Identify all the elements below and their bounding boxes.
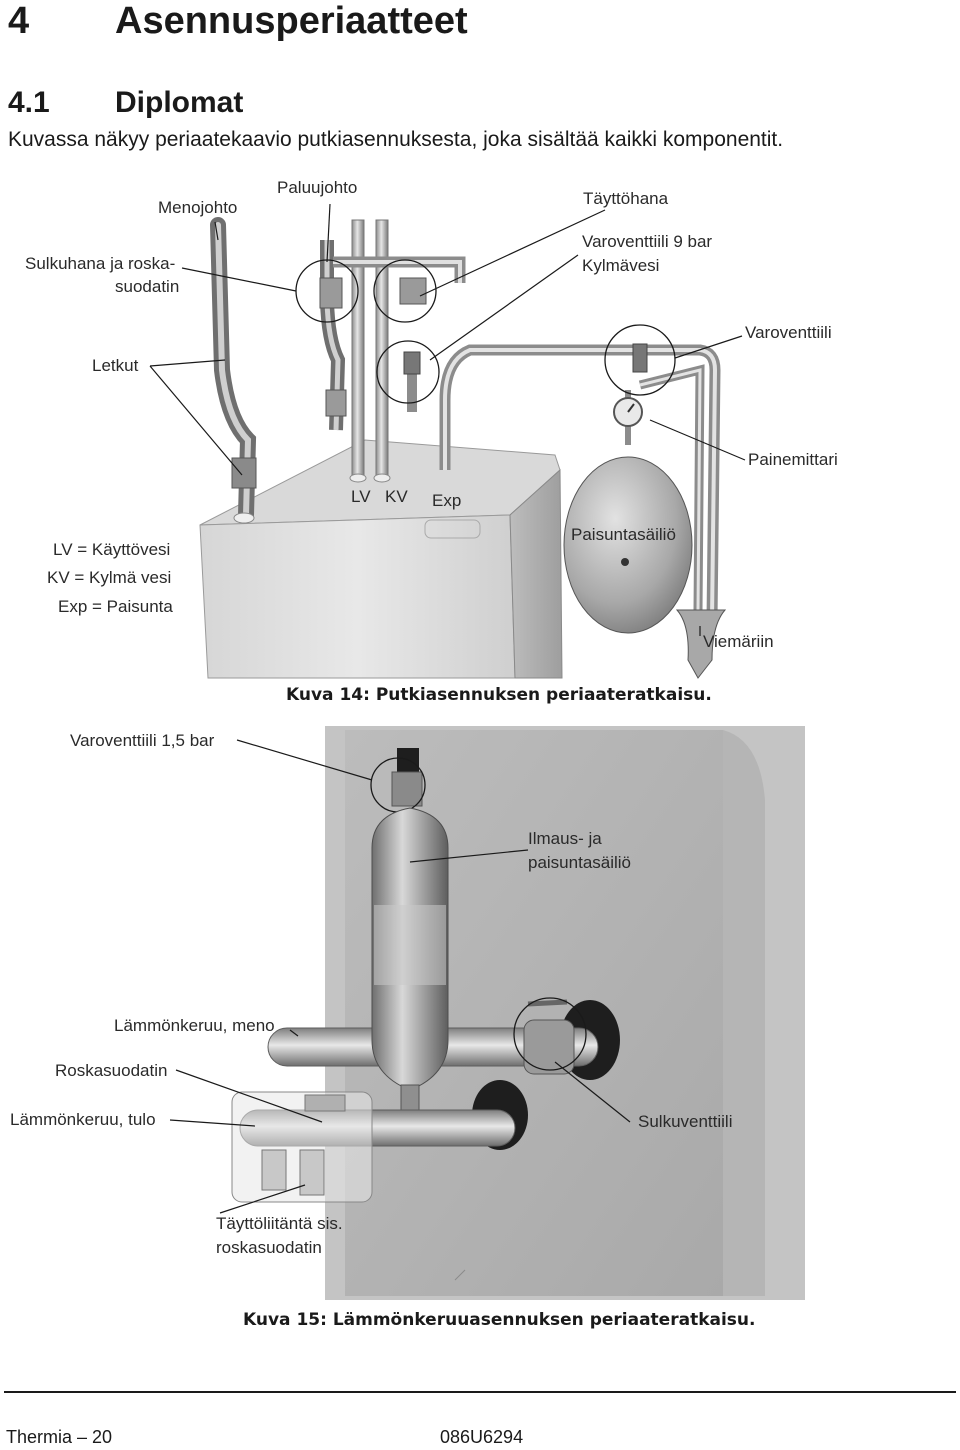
footer-code: 086U6294 bbox=[440, 1427, 524, 1447]
label-varoventtiili: Varoventtiili bbox=[745, 323, 832, 342]
label-painemittari: Painemittari bbox=[748, 450, 838, 469]
label-letkut: Letkut bbox=[92, 356, 139, 375]
legend-kv: KV = Kylmä vesi bbox=[47, 568, 172, 587]
heading-number: 4 bbox=[8, 0, 30, 42]
figure-14-illustration bbox=[149, 203, 746, 679]
intro-text: Kuvassa näkyy periaatekaavio putkiasennu… bbox=[8, 128, 784, 151]
label-tayttoliitanta-line2: roskasuodatin bbox=[216, 1238, 322, 1257]
legend-exp: Exp = Paisunta bbox=[58, 597, 173, 616]
label-lv: LV bbox=[351, 487, 371, 506]
label-lammonkeruu-meno: Lämmönkeruu, meno bbox=[114, 1016, 275, 1035]
label-paisuntasailio: Paisuntasäiliö bbox=[571, 525, 676, 544]
label-varoventtiili-9bar: Varoventtiili 9 bar bbox=[582, 232, 713, 251]
label-kv: KV bbox=[385, 487, 408, 506]
footer-left: Thermia – 20 bbox=[6, 1427, 113, 1447]
label-sulkuhana-line2: suodatin bbox=[115, 277, 180, 296]
label-lammonkeruu-tulo: Lämmönkeruu, tulo bbox=[10, 1110, 156, 1129]
page-title: Asennusperiaatteet bbox=[115, 0, 468, 42]
label-ilmaus-line1: Ilmaus- ja bbox=[528, 829, 602, 848]
label-varoventtiili-1-5bar: Varoventtiili 1,5 bar bbox=[70, 731, 215, 750]
label-sulkuventtiili: Sulkuventtiili bbox=[638, 1112, 733, 1131]
label-viemariin: Viemäriin bbox=[703, 632, 774, 651]
section-title: Diplomat bbox=[115, 86, 244, 119]
unit-side bbox=[509, 468, 563, 679]
figure-14-caption: Kuva 14: Putkiasennuksen periaateratkais… bbox=[286, 685, 712, 705]
label-sulkuhana-line1: Sulkuhana ja roska- bbox=[25, 254, 176, 273]
drain-funnel-icon bbox=[675, 609, 727, 679]
label-tayttohana: Täyttöhana bbox=[583, 189, 669, 208]
label-tayttoliitanta-line1: Täyttöliitäntä sis. bbox=[216, 1214, 343, 1233]
label-menojohto: Menojohto bbox=[158, 198, 238, 217]
label-exp: Exp bbox=[432, 491, 462, 510]
unit-connectors bbox=[424, 519, 481, 539]
figure-15-caption: Kuva 15: Lämmönkeruuasennuksen periaater… bbox=[243, 1310, 756, 1330]
label-ilmaus-line2: paisuntasäiliö bbox=[528, 853, 632, 872]
figure-15-illustration bbox=[169, 726, 805, 1300]
expansion-tank-icon bbox=[563, 456, 693, 634]
label-paluujohto: Paluujohto bbox=[277, 178, 358, 197]
label-roskasuodatin: Roskasuodatin bbox=[55, 1061, 168, 1080]
label-kylmavesi: Kylmävesi bbox=[582, 256, 660, 275]
unit-front bbox=[199, 514, 516, 679]
legend-lv: LV = Käyttövesi bbox=[53, 540, 171, 559]
subheading-number: 4.1 bbox=[8, 86, 50, 119]
